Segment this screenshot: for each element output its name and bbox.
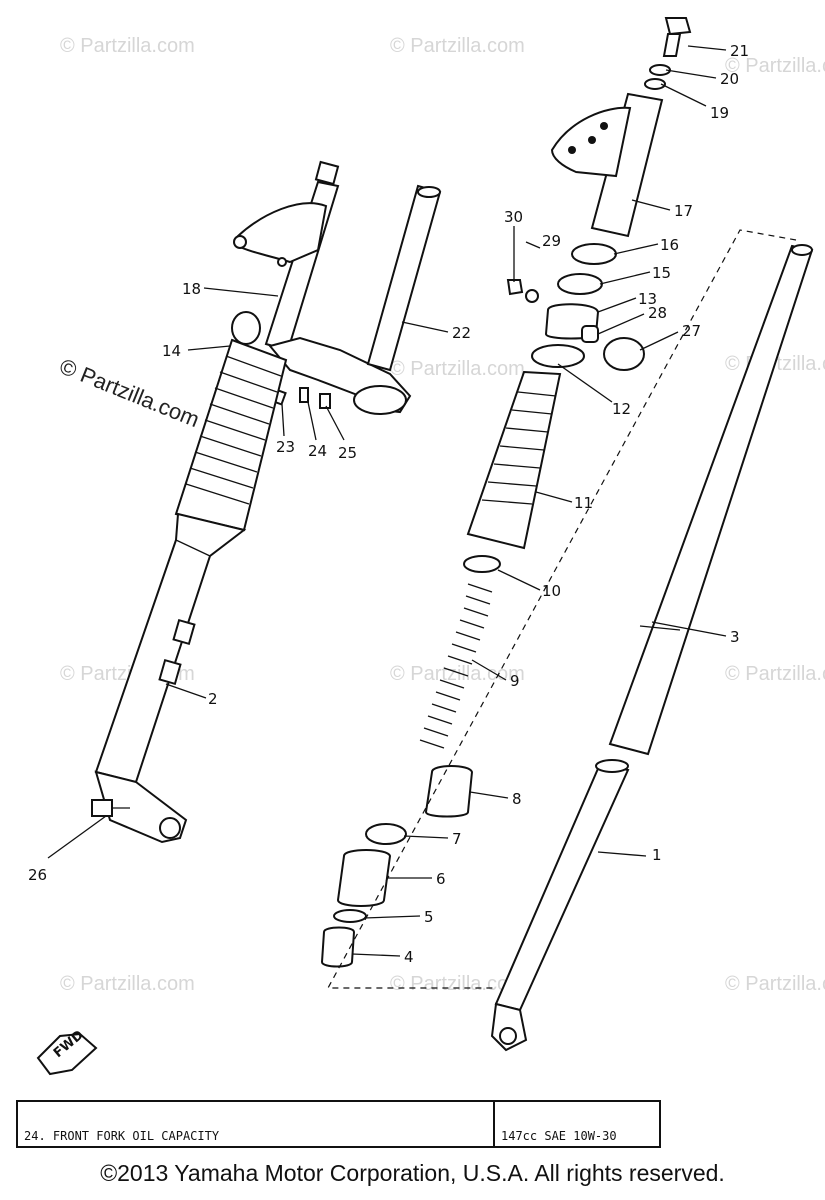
callout-12: 12: [612, 400, 631, 418]
watermark: © Partzilla.com: [390, 35, 525, 57]
callout-17: 17: [674, 202, 693, 220]
callout-22: 22: [452, 324, 471, 342]
callout-13: 13: [638, 290, 657, 308]
callout-11: 11: [574, 494, 593, 512]
table-divider: [493, 1102, 495, 1146]
watermark: © Partzilla.com: [725, 663, 825, 685]
callout-6: 6: [436, 870, 446, 888]
callout-14: 14: [162, 342, 181, 360]
callout-28: 28: [648, 304, 667, 322]
callout-1: 1: [652, 846, 662, 864]
callout-21: 21: [730, 42, 749, 60]
callout-16: 16: [660, 236, 679, 254]
watermark: © Partzilla.com: [390, 663, 525, 685]
callout-5: 5: [424, 908, 434, 926]
callout-15: 15: [652, 264, 671, 282]
callout-9: 9: [510, 672, 520, 690]
leader-lines: [47, 45, 727, 957]
watermark: © Partzilla.com: [390, 973, 525, 995]
callout-23: 23: [276, 438, 295, 456]
fwd-arrow: FWD: [36, 1028, 98, 1076]
watermark: © Partzilla.com: [725, 973, 825, 995]
callout-2: 2: [208, 690, 218, 708]
exploded-components: [320, 17, 814, 1052]
callout-19: 19: [710, 104, 729, 122]
watermark: © Partzilla.com: [60, 973, 195, 995]
callout-25: 25: [338, 444, 357, 462]
callout-18: 18: [182, 280, 201, 298]
copyright-notice: ©2013 Yamaha Motor Corporation, U.S.A. A…: [100, 1160, 725, 1186]
watermark-layer: © Partzilla.com © Partzilla.com © Partzi…: [60, 35, 825, 995]
callout-26: 26: [28, 866, 47, 884]
callout-30: 30: [504, 208, 523, 226]
callout-labels: 1 2 3 4 5 6 7 8 9 10 11 12 13 14 15 16 1…: [28, 42, 749, 966]
left-fork-assembly: [91, 160, 412, 844]
callout-4: 4: [404, 948, 414, 966]
watermark-prominent: © Partzilla.com: [56, 353, 203, 432]
spec-description: 24. FRONT FORK OIL CAPACITY: [24, 1129, 220, 1143]
callout-3: 3: [730, 628, 740, 646]
oil-capacity-table: 24. FRONT FORK OIL CAPACITY 147cc SAE 10…: [16, 1100, 661, 1148]
callout-10: 10: [542, 582, 561, 600]
inner-tube-22: [366, 184, 442, 372]
watermark: © Partzilla.com: [390, 358, 525, 380]
callout-20: 20: [720, 70, 739, 88]
callout-27: 27: [682, 322, 701, 340]
callout-7: 7: [452, 830, 462, 848]
watermark: © Partzilla.com: [60, 35, 195, 57]
callout-29: 29: [542, 232, 561, 250]
watermark: © Partzilla.com: [725, 55, 825, 77]
spec-value: 147cc SAE 10W-30: [501, 1129, 617, 1143]
callout-24: 24: [308, 442, 327, 460]
callout-8: 8: [512, 790, 522, 808]
